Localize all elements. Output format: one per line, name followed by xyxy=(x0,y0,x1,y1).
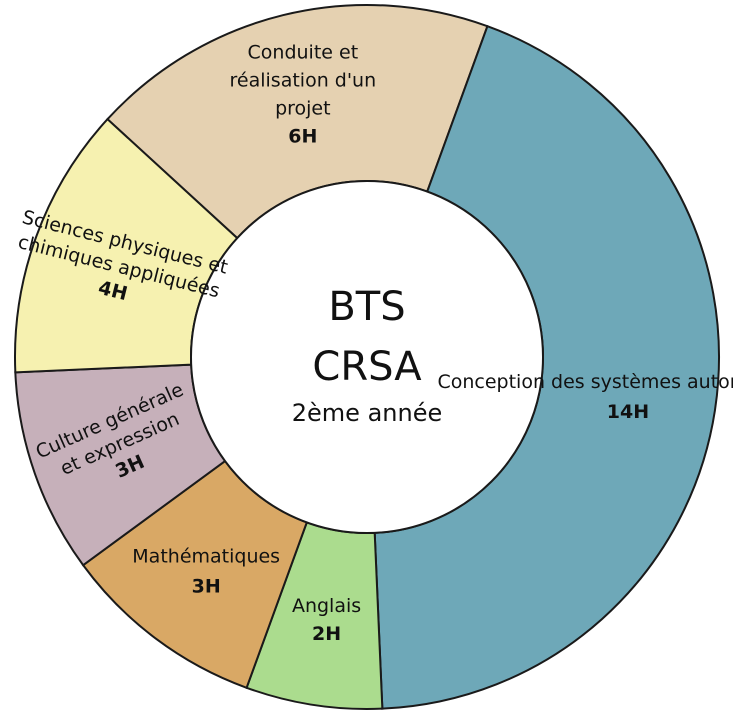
slice-label-3: Mathématiques 3H xyxy=(132,545,280,597)
slice-label-0: Conduite et réalisation d'un projet 6H xyxy=(230,42,377,148)
center-subtitle: CRSA xyxy=(312,344,422,390)
slice-label-line: Conduite et xyxy=(248,42,359,64)
slice-hours-label: 6H xyxy=(288,126,317,148)
slice-label-line: réalisation d'un xyxy=(230,70,377,92)
slice-label-2: Anglais 2H xyxy=(292,595,361,645)
center-hole xyxy=(190,180,544,534)
slice-label-1: Conception des systèmes automatiques 14H xyxy=(437,371,733,423)
slice-hours-label: 2H xyxy=(312,623,341,645)
slice-hours-label: 14H xyxy=(607,401,649,423)
slice-label-line: projet xyxy=(275,98,331,120)
slice-label-line: Conception des systèmes automatiques xyxy=(437,371,733,393)
center-title: BTS xyxy=(328,284,405,330)
slice-label-line: Anglais xyxy=(292,595,361,617)
slice-label-line: Mathématiques xyxy=(132,545,280,567)
slice-hours-label: 3H xyxy=(192,575,221,597)
center-year: 2ème année xyxy=(292,399,442,427)
